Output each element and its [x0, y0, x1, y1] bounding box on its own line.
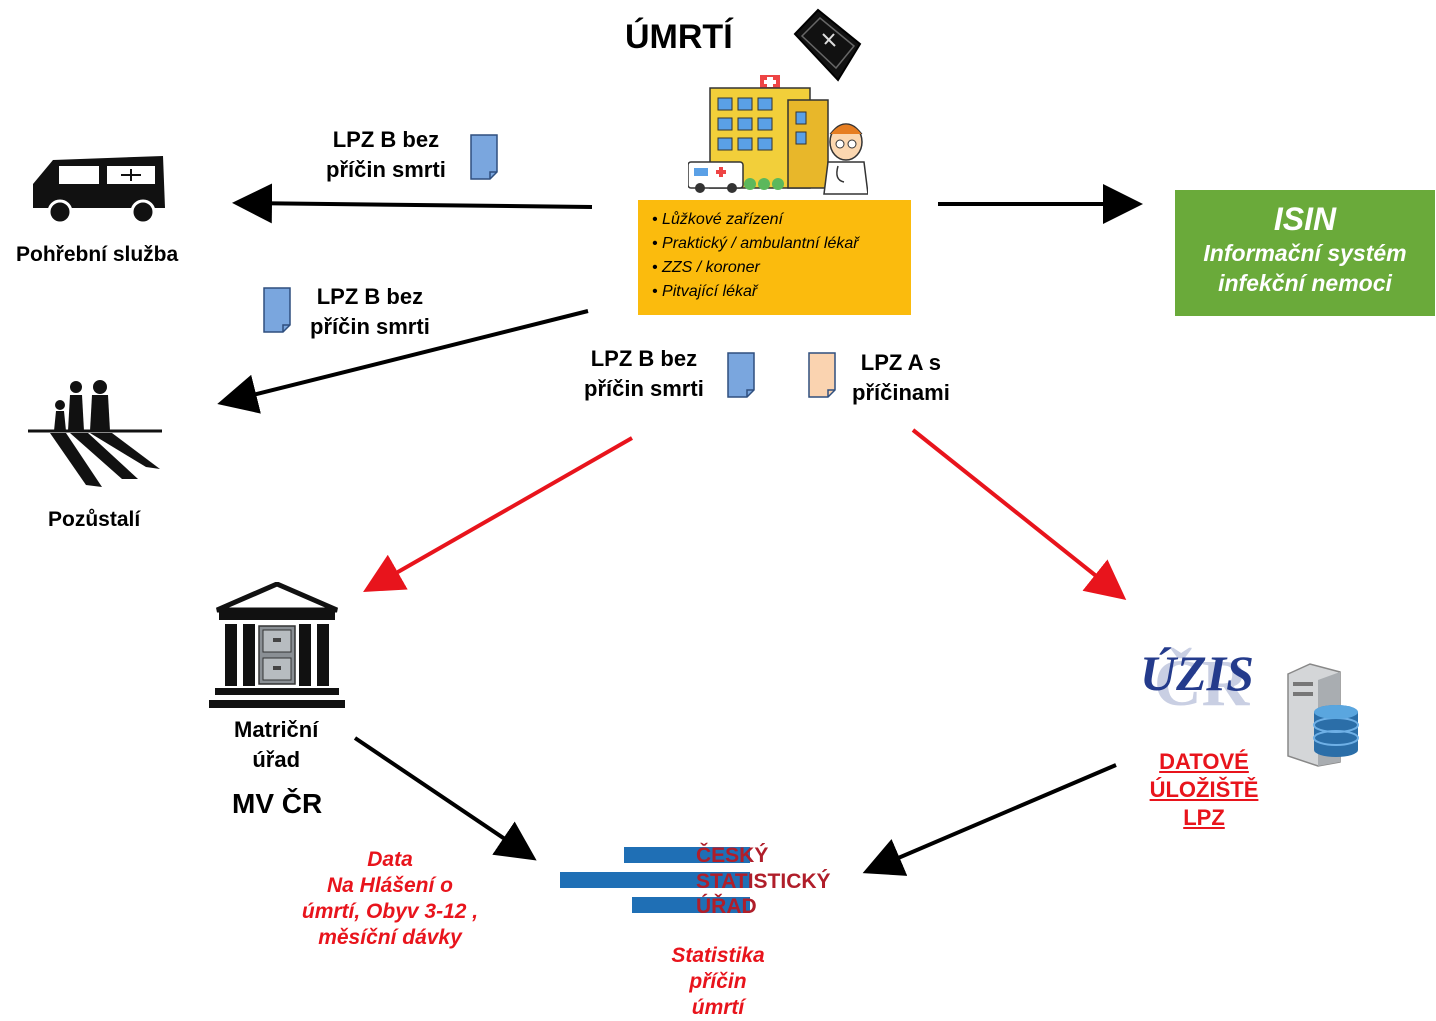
lpz-b-document-icon [470, 134, 498, 180]
csu-logo: ČESKÝ STATISTICKÝ ÚŘAD [560, 844, 840, 918]
uzis-logo: ČR ÚZIS [1140, 628, 1270, 724]
family-icon [28, 380, 162, 487]
isin-title: ISIN [1273, 201, 1337, 237]
server-icon [1287, 663, 1359, 767]
page-title: ÚMRTÍ [625, 18, 733, 56]
arrow-uzis-to-csu [862, 763, 1117, 876]
ministry-label: MV ČR [232, 788, 323, 819]
source-item: • Pitvající lékař [652, 283, 758, 300]
csu-bar [624, 847, 750, 863]
csu-name-line2: STATISTICKÝ [696, 870, 831, 893]
arrow-to-survivors [217, 309, 589, 414]
arrow-to-funeral [232, 183, 593, 224]
source-item: • Lůžkové zařízení [652, 211, 783, 228]
isin-subtitle-line2: infekční nemoci [1218, 270, 1392, 296]
csu-name-line1: ČESKÝ [696, 844, 769, 867]
mv-data-label: Data Na Hlášení o úmrtí, Obyv 3-12 , měs… [301, 848, 479, 949]
data-storage-link[interactable]: DATOVÉ ÚLOŽIŠTĚ LPZ [1149, 749, 1259, 830]
csu-bar [632, 897, 750, 913]
death-source-box: • Lůžkové zařízení • Praktický / ambulan… [638, 200, 911, 315]
csu-bar [560, 872, 750, 888]
coffin-icon [793, 8, 862, 82]
isin-box: ISIN Informační systém infekční nemoci [1175, 190, 1435, 316]
arrow-to-registry [363, 436, 633, 592]
arrow-to-uzis [911, 428, 1127, 600]
lpz-b-document-icon [263, 287, 291, 333]
source-item: • ZZS / koroner [652, 259, 760, 276]
survivors-label: Pozůstalí [48, 508, 141, 531]
isin-subtitle-line1: Informační systém [1203, 240, 1407, 266]
arrow-registry-to-csu [353, 736, 537, 861]
funeral-service-label: Pohřební služba [16, 243, 179, 266]
lpz-b-document-icon [727, 352, 755, 398]
uzis-logo-text: ÚZIS [1140, 645, 1254, 701]
uzis-logo-sub: ČR [1154, 647, 1250, 720]
csu-name-line3: ÚŘAD [696, 895, 757, 918]
registry-building-icon [209, 582, 345, 708]
cause-statistics-label: Statistika příčin úmrtí [671, 944, 765, 1019]
lpz-a-document-icon [808, 352, 836, 398]
source-item: • Praktický / ambulantní lékař [652, 235, 859, 252]
hospital-icon [688, 75, 868, 195]
hearse-icon [33, 156, 165, 225]
